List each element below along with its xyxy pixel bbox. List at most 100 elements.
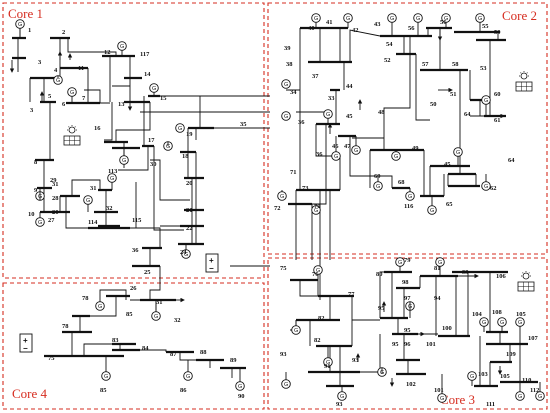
bus-label: 73 [302,185,309,192]
bus-label: 41 [326,19,333,26]
generator-icon: G [151,311,161,321]
generator-icon: G [83,195,93,205]
bus-label: 35 [240,121,247,128]
bus-label: 109 [506,351,517,358]
bus-label: 107 [528,335,539,342]
bus-label: 60 [494,91,501,98]
load-arrows [9,28,505,387]
generator-icon: G [535,391,545,401]
generator-icon: G [351,145,361,155]
bus-label: 78 [62,323,69,330]
bus-label: 76 [312,271,319,278]
generator-icon: G [281,79,291,89]
bus-label: 100 [442,325,452,332]
bus-label: 13 [118,101,125,108]
generator-icon: G [183,371,193,381]
bus-label: 95 [392,341,399,348]
bus-label: 56 [408,25,415,32]
bus-label: 80 [376,271,383,278]
bus-label: 15 [160,95,167,102]
bus-label: 113 [108,168,118,175]
svg-text:G: G [456,150,460,156]
generator-icon: G [119,155,129,165]
transmission-lines [17,28,521,386]
bus-label: 75 [280,265,287,272]
bus-label: 75 [48,355,55,362]
generator-icon: G [53,75,63,85]
generator-icon: G [107,173,117,183]
bus-label: 38 [286,61,293,68]
svg-text:G: G [376,184,380,190]
svg-text:G: G [104,374,108,380]
core-3-region [267,257,548,410]
bus-label: 32 [106,205,113,212]
battery-icon: + − [205,253,219,273]
svg-text:G: G [314,16,318,22]
solar-panel-icon [63,124,81,146]
generator-icon: G [479,317,489,327]
bus-label: 28 [52,195,59,202]
svg-text:−: − [209,264,214,273]
bus-label: 11 [78,65,84,72]
bus-label: 25 [144,269,151,276]
svg-text:G: G [18,22,22,28]
bus-label: 62 [490,185,497,192]
core-4-label: Core 4 [12,386,48,401]
generator-icon: G [117,41,127,51]
bus-label: 45 [346,113,353,120]
svg-text:G: G [518,394,522,400]
bus-label: 61 [494,117,501,124]
battery-icon: + − [19,333,33,353]
svg-text:G: G [538,394,542,400]
svg-text:G: G [120,44,124,50]
generator-icon: G [35,217,45,227]
svg-text:G: G [470,374,474,380]
svg-text:G: G [484,98,488,104]
bus-label: 99 [462,269,469,276]
core-4-region [2,282,265,410]
svg-text:G: G [154,314,158,320]
bus-label: 85 [100,387,107,394]
bus-label: 78 [82,295,89,302]
bus-label: 85 [126,311,133,318]
bus-label: 93 [336,401,343,408]
svg-text:G: G [444,16,448,22]
bus-label: 17 [148,137,155,144]
bus-label: 97 [404,295,411,302]
bus-label: 30 [150,161,157,168]
generator-icon: G [337,391,347,401]
bus-label: 1 [28,27,31,34]
solar-panel-icon [517,270,535,292]
bus-label: 48 [378,109,385,116]
bus-label: 117 [140,51,150,58]
svg-text:G: G [484,184,488,190]
bus-label: 8 [34,159,38,166]
bus-label: 56 [440,19,447,26]
svg-text:G: G [110,176,114,182]
svg-text:G: G [152,86,156,92]
bus-label: 104 [472,311,483,318]
bus-label: 32 [174,317,181,324]
generator-icon: G [435,257,445,267]
tap-connectors [19,22,541,394]
core-3-label: Core 3 [440,392,475,407]
bus-label: 55 [482,23,489,30]
bus-label: 93 [280,351,287,358]
bus-label: 33 [328,95,335,102]
bus-label: 54 [386,41,393,48]
bus-label: 24 [180,249,187,256]
bus-label: 16 [94,125,101,132]
solar-panel-icon [515,70,533,92]
bus-label: 114 [88,219,98,226]
svg-text:G: G [416,16,420,22]
svg-text:G: G [440,396,444,402]
svg-text:G: G [178,126,182,132]
generator-icon: G [437,393,447,403]
svg-text:G: G [314,208,318,214]
generator-icon: G [101,371,111,381]
generator-icon: G [475,13,485,23]
bus-label: 40 [308,25,315,32]
bus-label: 29 [50,177,57,184]
bus-label: 7 [82,95,86,102]
generator-icon: G [291,325,301,335]
